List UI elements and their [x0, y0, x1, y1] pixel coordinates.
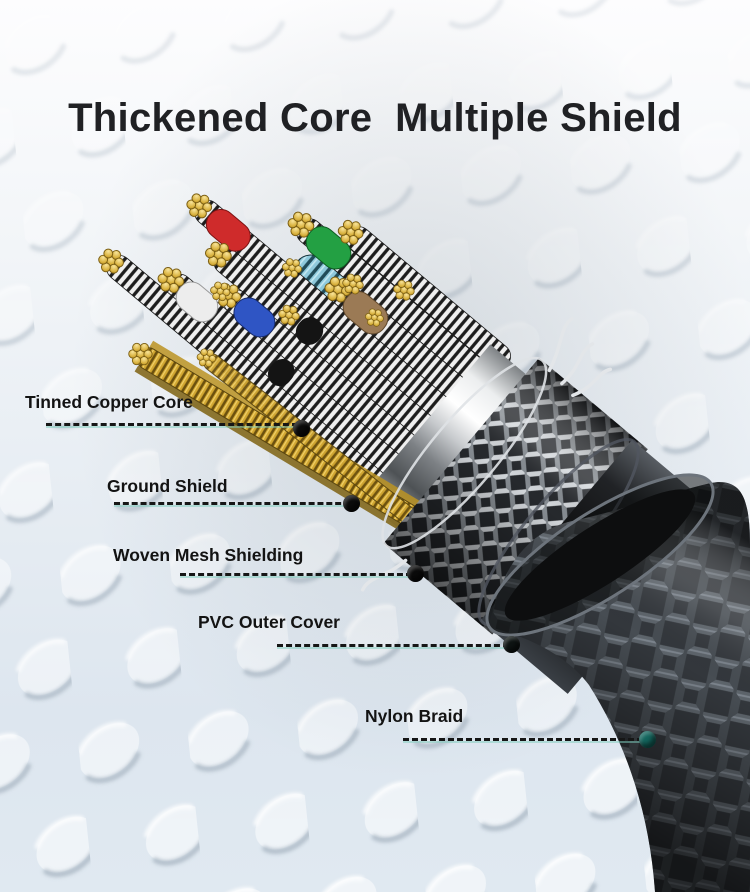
- leader-line-nylon-braid: [403, 738, 643, 741]
- anchor-dot-pvc-outer-cover: [503, 636, 520, 653]
- nylon-braid-layer: [485, 473, 750, 892]
- callout-label-tinned-copper-core: Tinned Copper Core: [25, 392, 193, 412]
- black-band: [295, 317, 324, 345]
- pvc-inside-braid: [504, 489, 696, 621]
- anchor-dot-woven-mesh-shielding: [407, 565, 424, 582]
- callout-label-woven-mesh-shielding: Woven Mesh Shielding: [113, 545, 304, 565]
- leader-line-ground-shield: [114, 502, 350, 505]
- leader-line-woven-mesh-shielding: [180, 573, 412, 576]
- black-band: [267, 359, 295, 387]
- callout-label-ground-shield: Ground Shield: [107, 476, 228, 496]
- page-title: Thickened Core Multiple Shield: [68, 96, 682, 140]
- anchor-dot-tinned-copper-core: [293, 420, 310, 437]
- callout-label-nylon-braid: Nylon Braid: [365, 706, 464, 726]
- anchor-dot-ground-shield: [343, 495, 360, 512]
- anchor-dot-nylon-braid: [639, 731, 656, 748]
- leader-line-pvc-outer-cover: [277, 644, 509, 647]
- callout-label-pvc-outer-cover: PVC Outer Cover: [198, 612, 340, 632]
- frayed-mesh-strands: [360, 317, 613, 592]
- color-sleeves: [175, 208, 389, 338]
- leader-line-tinned-copper-core: [46, 423, 298, 426]
